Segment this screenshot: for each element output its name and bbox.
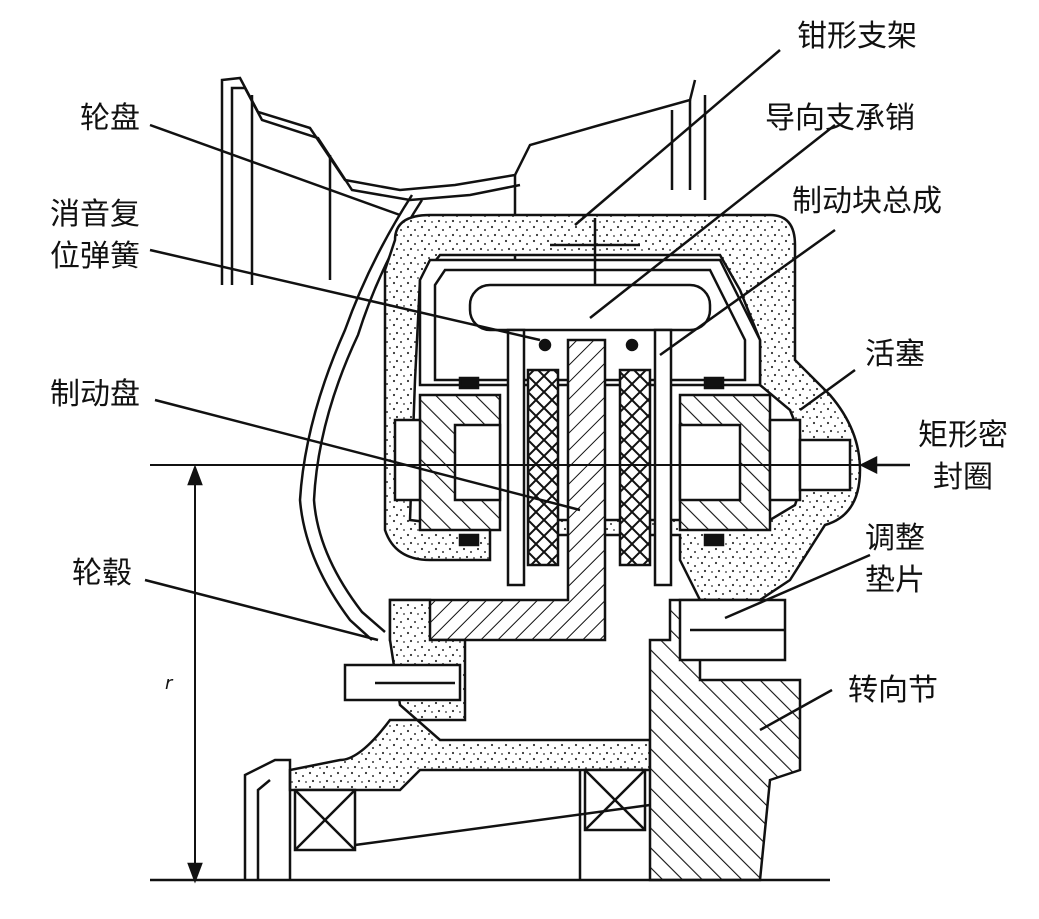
leader-guide-pin	[589, 124, 836, 319]
leader-pad-assembly	[659, 228, 836, 357]
leader-hub	[144, 578, 379, 642]
label-rect-seal-2: 封圈	[933, 460, 993, 495]
leader-caliper-bracket	[574, 49, 781, 226]
wheel-disc-outline	[298, 194, 414, 641]
label-brake-disc: 制动盘	[50, 377, 140, 412]
pad-left	[526, 368, 560, 567]
label-hub: 轮毂	[72, 556, 132, 591]
wheel-rim-left-inner	[230, 86, 521, 285]
label-anti-rattle-spring-1: 消音复	[50, 197, 140, 232]
label-anti-rattle-spring-2: 位弹簧	[50, 239, 140, 274]
label-knuckle: 转向节	[848, 673, 938, 708]
label-wheel-disc: 轮盘	[80, 101, 140, 136]
leader-piston	[799, 368, 856, 412]
label-piston: 活塞	[865, 337, 925, 372]
leader-anti-rattle-spring	[149, 248, 541, 342]
label-rect-seal-1: 矩形密	[918, 418, 1008, 453]
label-guide-pin: 导向支承销	[765, 101, 915, 136]
pad-right	[618, 368, 652, 567]
guide-pin-right	[653, 328, 673, 587]
label-pad-assembly: 制动块总成	[792, 184, 942, 219]
label-caliper-bracket: 钳形支架	[797, 19, 917, 54]
label-radius: r	[165, 673, 173, 694]
leader-wheel-disc	[149, 123, 401, 217]
wheel-rim-left	[220, 76, 697, 285]
leader-brake-disc	[154, 398, 581, 512]
guide-pin-left	[506, 328, 526, 587]
label-shim-1: 调整	[865, 521, 925, 556]
leader-shim	[724, 553, 871, 620]
leader-knuckle	[759, 688, 833, 732]
label-shim-2: 垫片	[865, 563, 925, 598]
